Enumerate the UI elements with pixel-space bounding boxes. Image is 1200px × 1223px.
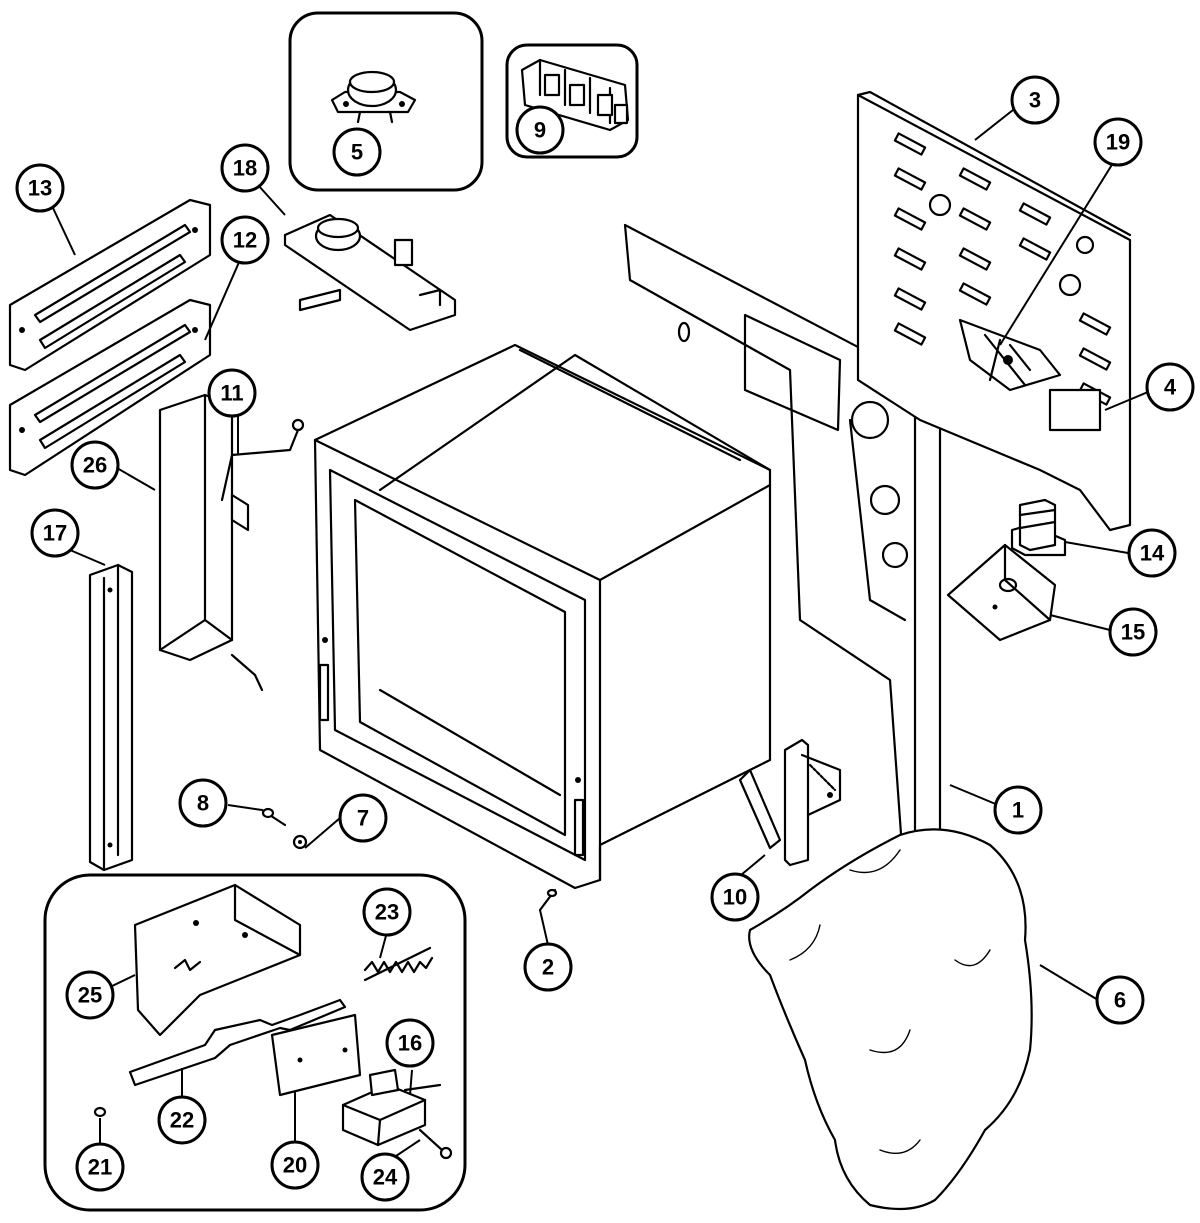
part-12-bracket [8, 298, 212, 477]
callout-16: 16 [385, 1018, 435, 1068]
callout-14: 14 [1127, 528, 1177, 578]
inset-box-part-9 [505, 43, 639, 159]
part-9-terminal-block [520, 58, 630, 132]
part-18-switch [283, 213, 457, 332]
part-7-nut [292, 834, 308, 850]
callout-1-label: 1 [1012, 798, 1024, 823]
part-13-bracket [8, 198, 212, 372]
callout-25-label: 25 [78, 983, 102, 1008]
part-10-hinge [738, 738, 842, 867]
callout-22-label: 22 [170, 1108, 194, 1133]
callout-3: 3 [1010, 75, 1060, 125]
callout-9-label: 9 [534, 118, 546, 143]
part-21-clip [93, 1106, 107, 1118]
part-26-duct [158, 393, 250, 662]
callout-7-label: 7 [357, 806, 369, 831]
callout-15: 15 [1108, 607, 1158, 657]
part-20-plate [270, 1013, 362, 1097]
part-24-screw [418, 1128, 453, 1160]
callout-18-label: 18 [233, 156, 257, 181]
callout-8: 8 [178, 778, 228, 828]
part-5-thermal-switch [330, 70, 417, 124]
callout-16-label: 16 [398, 1031, 422, 1056]
callout-25: 25 [65, 970, 115, 1020]
part-11-wire [220, 418, 305, 692]
inset-box-part-5 [288, 11, 484, 192]
callout-5: 5 [332, 127, 382, 177]
part-19-fan [958, 318, 1062, 392]
callout-19-label: 19 [1106, 130, 1130, 155]
callout-4: 4 [1145, 362, 1195, 412]
callout-13-label: 13 [28, 176, 52, 201]
callout-14-label: 14 [1140, 541, 1165, 566]
callout-19: 19 [1093, 117, 1143, 167]
part-15-bracket [946, 543, 1057, 642]
callout-1: 1 [993, 785, 1043, 835]
callout-8-label: 8 [197, 791, 209, 816]
callout-11-label: 11 [220, 381, 243, 406]
callout-15-label: 15 [1121, 620, 1145, 645]
callout-20: 20 [270, 1140, 320, 1190]
callout-13: 13 [15, 163, 65, 213]
callout-6: 6 [1095, 975, 1145, 1025]
callout-17: 17 [30, 508, 80, 558]
part-2-screw [538, 888, 558, 912]
callout-10-label: 10 [723, 885, 747, 910]
callout-6-label: 6 [1114, 988, 1126, 1013]
part-3-rear-panel [856, 90, 1132, 532]
callout-23-label: 23 [375, 900, 399, 925]
callout-18: 18 [220, 143, 270, 193]
callout-23: 23 [362, 887, 412, 937]
callout-5-label: 5 [351, 140, 363, 165]
inset-box-latch-assembly [43, 873, 467, 1212]
part-1-back-panel [623, 223, 942, 892]
callout-10: 10 [710, 872, 760, 922]
callout-26: 26 [70, 440, 120, 490]
vent-slots [893, 132, 1112, 406]
callout-11: 11 [207, 368, 257, 418]
oven-cavity [313, 343, 772, 890]
leader-lines [52, 109, 1149, 1161]
callout-4-label: 4 [1164, 375, 1177, 400]
part-6-insulation [748, 828, 1033, 1211]
callout-9: 9 [515, 105, 565, 155]
callout-2-label: 2 [542, 955, 554, 980]
part-8-screw [260, 807, 287, 827]
callout-24: 24 [360, 1152, 410, 1202]
callout-24-label: 24 [373, 1165, 398, 1190]
callout-12: 12 [220, 215, 270, 265]
callout-26-label: 26 [83, 453, 107, 478]
part-23-spring [363, 946, 434, 982]
callout-12-label: 12 [233, 228, 257, 253]
part-22-latch-rod [128, 998, 347, 1087]
callout-22: 22 [157, 1095, 207, 1145]
callout-2: 2 [523, 942, 573, 992]
part-16-microswitch [341, 1068, 442, 1147]
part-17-rail [88, 563, 134, 872]
part-14-transformer [1010, 498, 1067, 557]
callout-21: 21 [75, 1142, 125, 1192]
callout-17-label: 17 [43, 521, 67, 546]
callout-3-label: 3 [1029, 88, 1041, 113]
callout-7: 7 [338, 793, 388, 843]
part-25-latch-bracket [133, 883, 302, 1037]
callout-20-label: 20 [283, 1153, 307, 1178]
callout-21-label: 21 [88, 1155, 112, 1180]
